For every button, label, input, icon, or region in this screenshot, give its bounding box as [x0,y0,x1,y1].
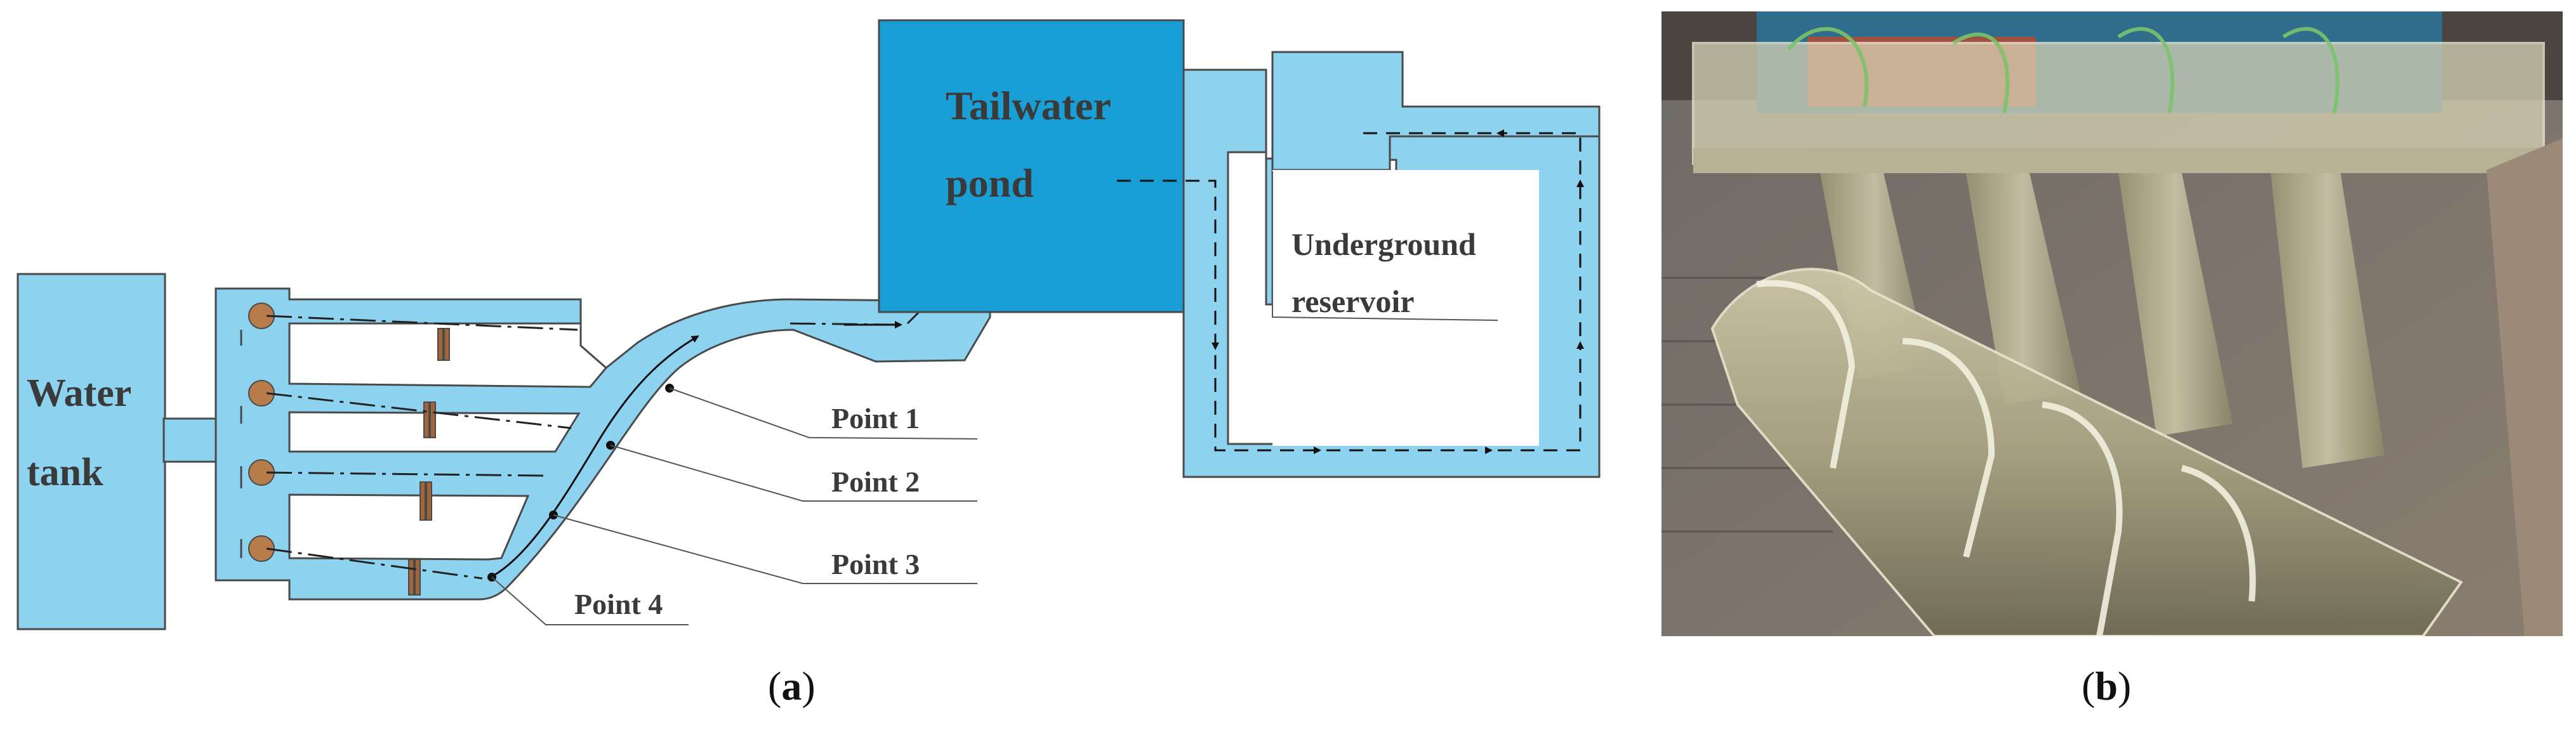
experiment-photo [1661,11,2563,636]
schematic-diagram: Water tank Tailwater pond Underground re… [17,19,1601,630]
point-1-label: Point 1 [831,402,920,434]
reservoir-label: Underground [1291,226,1476,262]
main-flow-arrow [488,335,699,580]
water-tank-label: Water [27,372,131,415]
point-2-label: Point 2 [831,466,920,498]
reservoir-label-2: reservoir [1291,284,1414,319]
reservoir-inner [1272,170,1539,446]
tank-connector [162,417,222,463]
return-flow [1117,129,1584,454]
water-tank [17,273,166,630]
tailwater-pond-label-2: pond [946,160,1034,205]
point-3-label: Point 3 [831,548,920,580]
island-3 [288,493,530,561]
gate-3 [419,481,432,521]
photo-outlet-pipe [1710,268,2463,636]
underground-reservoir [1271,51,1601,171]
caption-b: (b) [2082,663,2132,708]
gate-1 [437,328,450,361]
caption-a: (a) [768,663,816,708]
leader-lines [491,171,1498,625]
gate-2 [423,401,436,438]
water-tank-label-2: tank [27,451,103,494]
tailwater-pond-label: Tailwater [946,83,1111,128]
gate-4 [408,559,421,596]
inlet-bulb-4 [248,535,275,562]
photo-channels [1820,173,2385,468]
point-4-label: Point 4 [574,588,663,620]
photo-headwater-tank [1692,42,2545,165]
tailwater-pond [878,19,1185,313]
